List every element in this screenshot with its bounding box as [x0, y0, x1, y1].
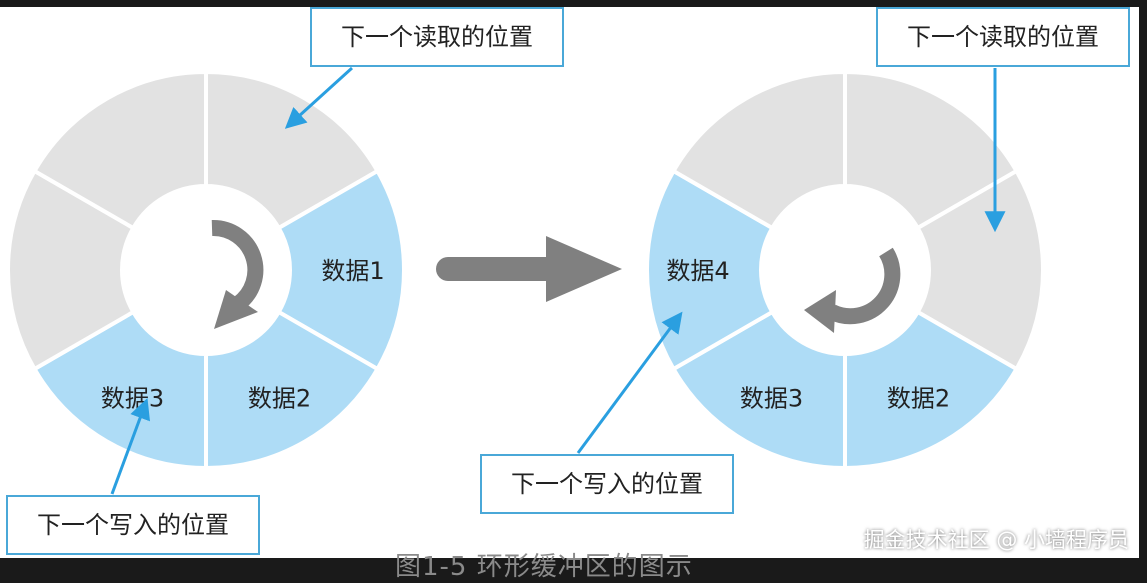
transition-arrow-icon	[436, 236, 622, 302]
screenshot-stage: 数据1 数据2 数据3 数据2 数据3 数据4 下一个读取的位置 下一个写入的位置	[0, 7, 1139, 582]
right-write-callout-text: 下一个写入的位置	[511, 470, 703, 498]
right-ring-segment-0	[843, 69, 1020, 231]
right-write-callout: 下一个写入的位置	[480, 454, 734, 514]
left-ring-buffer: 数据1 数据2 数据3	[6, 69, 406, 471]
right-ring-buffer: 数据2 数据3 数据4	[645, 69, 1045, 471]
right-counterclockwise-arrow-icon	[804, 247, 901, 333]
right-ring-segment-2	[843, 309, 1020, 471]
left-ring-segment-label-1: 数据1	[321, 257, 384, 285]
left-write-pointer-arrow	[110, 398, 151, 495]
left-ring-segment-label-3: 数据3	[101, 384, 164, 412]
right-write-pointer-arrow	[576, 311, 683, 454]
left-ring-segment-label-2: 数据2	[248, 384, 311, 412]
right-ring-segment-label-4: 数据4	[666, 257, 729, 285]
right-read-callout-text: 下一个读取的位置	[907, 23, 1099, 51]
right-ring-segment-1	[915, 168, 1045, 372]
left-clockwise-arrow-icon	[211, 220, 264, 329]
figure-caption: 图1-5 环形缓冲区的图示	[395, 552, 693, 582]
left-write-callout: 下一个写入的位置	[6, 495, 260, 555]
right-ring-segment-3	[670, 309, 847, 471]
left-ring-segment-5	[31, 69, 208, 231]
right-ring-segment-5	[670, 69, 847, 231]
right-ring-segment-label-2: 数据2	[887, 384, 950, 412]
right-ring-segment-label-3: 数据3	[740, 384, 803, 412]
watermark: 掘金技术社区 @ 小墙程序员	[863, 528, 1129, 552]
left-read-callout: 下一个读取的位置	[310, 7, 564, 67]
left-ring-segment-0	[204, 69, 381, 231]
left-ring-segment-1	[276, 168, 406, 372]
left-ring-segment-3	[31, 309, 208, 471]
left-read-callout-text: 下一个读取的位置	[341, 23, 533, 51]
left-ring-segment-2	[204, 309, 381, 471]
left-write-callout-text: 下一个写入的位置	[37, 511, 229, 539]
left-read-pointer-arrow	[284, 66, 354, 129]
left-ring-segment-4	[6, 168, 136, 372]
ring-buffer-diagram: 数据1 数据2 数据3 数据2 数据3 数据4 下一个读取的位置 下一个写入的位置	[6, 7, 1130, 555]
right-read-callout: 下一个读取的位置	[876, 7, 1130, 67]
